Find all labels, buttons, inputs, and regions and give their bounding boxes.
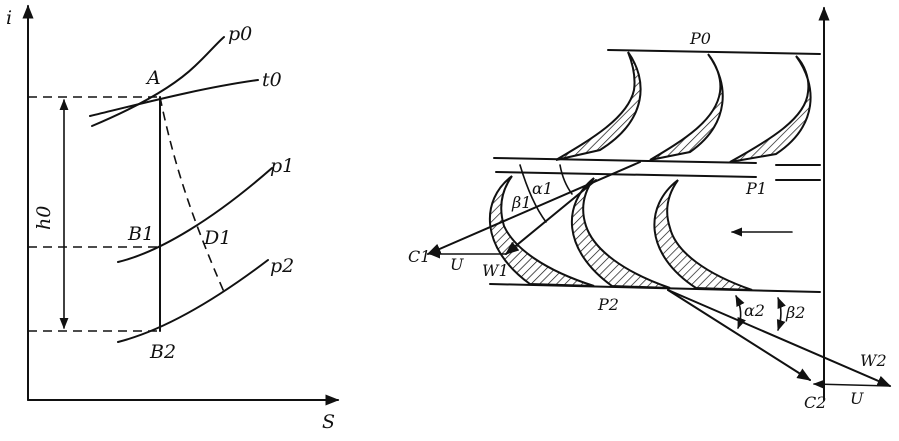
point-d1-label: D1: [203, 227, 231, 249]
h0-label: h0: [33, 206, 55, 230]
alpha2-label: α2: [744, 301, 765, 320]
alpha1-label: α1: [532, 179, 553, 198]
isobar-p1: [117, 167, 273, 263]
p0-label: p0: [228, 23, 252, 45]
point-a-label: A: [145, 67, 161, 89]
point-b1-label: B1: [127, 223, 154, 245]
p2-station-label: P2: [597, 295, 619, 314]
u2-vector: [812, 379, 891, 389]
beta1-arc: [519, 164, 547, 223]
p2-label: p2: [270, 255, 294, 277]
station-p1-line: [495, 171, 757, 178]
c1-label: C1: [408, 247, 430, 266]
station-upper-gap-line: [493, 157, 757, 164]
w2-label: W2: [860, 351, 887, 370]
p1-label: p1: [270, 155, 294, 177]
isobar-p0: [91, 36, 225, 127]
alpha2-arc: [735, 294, 746, 330]
beta2-label: β2: [785, 303, 805, 322]
beta2-arc: [776, 296, 786, 332]
alpha1-arc: [559, 164, 573, 195]
u2-label: U: [850, 389, 864, 408]
rotor-blade-1: [488, 175, 595, 287]
rotor-blade-2: [570, 177, 671, 289]
w2-vector: [667, 289, 892, 387]
p0-station-label: P0: [689, 29, 711, 48]
is-diagram: i S h0 p0 t0 p1 p2 A B1 B2 D1: [6, 4, 340, 433]
beta1-label: β1: [511, 193, 531, 212]
w1-label: W1: [482, 261, 509, 280]
isotherm-t0: [89, 79, 259, 117]
c1-vector: [426, 161, 641, 255]
s-axis-label: S: [322, 411, 335, 433]
nozzle-blade-2: [649, 53, 724, 161]
station-p0-line: [607, 49, 821, 55]
point-b2-label: B2: [149, 341, 176, 363]
nozzle-blade-1: [555, 51, 642, 161]
t0-label: t0: [262, 69, 282, 91]
c2-vector: [667, 289, 812, 381]
nozzle-blade-3: [729, 55, 812, 163]
blade-cascade-diagram: C1 U W1 α1 β1 α2 β2 W2 C2 U P0 P1 P2: [408, 6, 892, 412]
w1-vector: [504, 179, 597, 255]
rotor-blade-3: [653, 179, 753, 291]
real-expansion-line: [159, 96, 225, 293]
p1-station-label: P1: [745, 179, 767, 198]
c2-label: C2: [804, 393, 826, 412]
isobar-p2: [117, 259, 269, 343]
i-axis-label: i: [6, 7, 12, 29]
u1-label: U: [450, 255, 464, 274]
